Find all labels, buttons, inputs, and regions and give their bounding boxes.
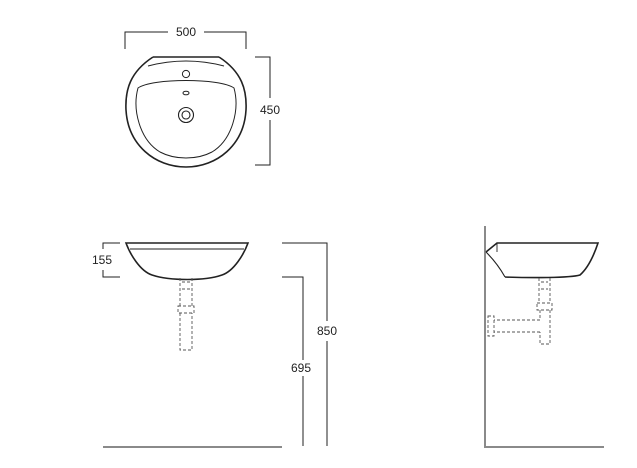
basin-front-outline (124, 242, 250, 281)
total-height-label: 850 (317, 324, 337, 338)
basin-height-dim-bottom (102, 270, 120, 278)
total-height-dim-top (282, 242, 328, 321)
basin-height-dim-top (102, 242, 120, 249)
trap-side (487, 278, 553, 345)
overflow-icon (182, 90, 190, 96)
depth-dim-line-bottom (255, 120, 271, 166)
width-dim-line-left (124, 31, 168, 49)
basin-side-outline (485, 242, 600, 279)
basin-top-outline (125, 56, 247, 168)
depth-dim-line-top (255, 56, 271, 98)
depth-label: 450 (260, 103, 280, 117)
rim-height-label: 695 (291, 361, 311, 375)
width-dimension: 500 (124, 25, 247, 49)
top-view: 500 450 (124, 25, 280, 168)
total-height-dimension: 850 (282, 242, 337, 446)
drain-outer-icon (177, 106, 195, 124)
basin-side-mount (485, 251, 506, 278)
basin-height-label: 155 (92, 253, 112, 267)
tap-hole-icon (181, 69, 191, 79)
front-view: 155 850 695 (92, 242, 337, 448)
side-view (484, 226, 604, 448)
width-dim-line-right (204, 31, 247, 49)
rim-height-dim-top (282, 276, 304, 360)
basin-height-dimension: 155 (92, 242, 120, 278)
depth-dimension: 450 (255, 56, 280, 166)
trap-front (177, 278, 195, 351)
width-label: 500 (176, 25, 196, 39)
rim-height-dimension: 695 (282, 276, 311, 446)
drain-inner-icon (181, 110, 191, 120)
